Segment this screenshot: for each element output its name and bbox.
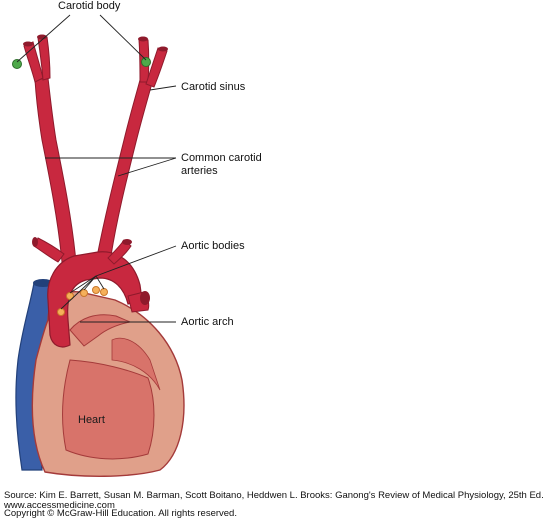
- aortic-body: [92, 286, 100, 294]
- aortic-arch-label: Aortic arch: [181, 316, 234, 328]
- heart-label: Heart: [78, 414, 105, 426]
- website-credit: www.accessmedicine.com: [4, 500, 115, 511]
- heart: [31, 291, 185, 477]
- anatomy-diagram: [12, 14, 185, 477]
- source-credit: Source: Kim E. Barrett, Susan M. Barman,…: [4, 490, 544, 501]
- common-carotid-label: Common carotid arteries: [181, 152, 262, 178]
- aortic-body: [57, 308, 65, 316]
- right-carotid-artery: [95, 36, 168, 263]
- left-carotid-body: [12, 59, 22, 69]
- carotid-sinus-label: Carotid sinus: [181, 81, 246, 93]
- aortic-bodies: [57, 286, 108, 316]
- common-carotid-label-line1: Common carotid: [181, 152, 262, 164]
- aortic-body: [100, 288, 108, 296]
- right-carotid-body: [141, 57, 151, 67]
- leader-lines: [16, 14, 177, 323]
- aortic-arch: [32, 237, 150, 348]
- common-carotid-label-line2: arteries: [181, 165, 218, 177]
- aortic-body: [80, 289, 88, 297]
- copyright-credit: Copyright © McGraw-Hill Education. All r…: [4, 508, 237, 519]
- carotid-body-label: Carotid body: [58, 0, 121, 12]
- left-carotid-artery: [23, 34, 77, 263]
- aortic-bodies-label: Aortic bodies: [181, 240, 245, 252]
